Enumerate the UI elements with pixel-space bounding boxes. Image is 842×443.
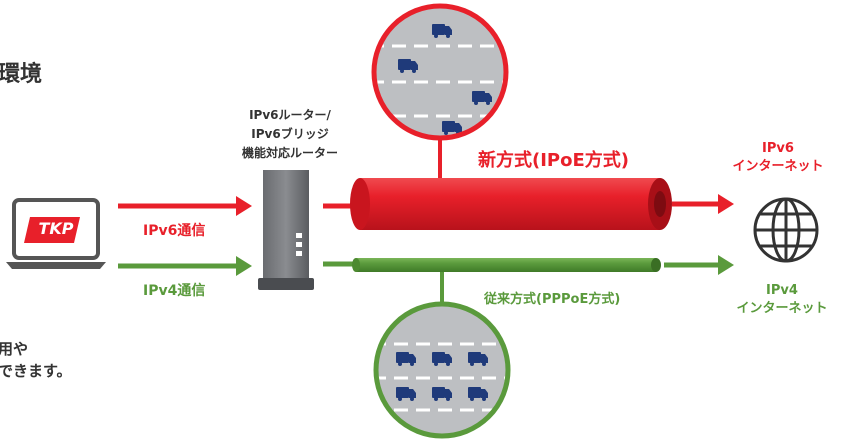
router-label: IPv6ルーター/ IPv6ブリッジ 機能対応ルーター <box>222 106 358 163</box>
ipv4-arrow-right <box>664 255 734 275</box>
tkp-logo-text: TKP <box>38 219 74 238</box>
ipv4-flow-label: IPv4通信 <box>143 283 206 299</box>
ipv6-internet-line2: インターネット <box>732 159 824 174</box>
ipv6-arrow-right <box>672 194 734 214</box>
router-label-line2: IPv6ブリッジ <box>251 127 329 141</box>
ipv6-internet-label: IPv6 インターネット <box>728 140 828 176</box>
ipv4-internet-line1: IPv4 <box>766 283 798 298</box>
globe-icon <box>753 197 819 263</box>
ipoe-traffic-circle <box>371 3 509 141</box>
old-method-label: 従来方式(PPPoE方式) <box>484 292 621 307</box>
ipv4-internet-line2: インターネット <box>736 301 828 316</box>
ipv4-internet-label: IPv4 インターネット <box>732 282 832 318</box>
ipv6-flow-label: IPv6通信 <box>143 223 206 239</box>
pppoe-pipe <box>352 258 661 272</box>
ipv6-internet-line1: IPv6 <box>762 141 794 156</box>
router-label-line3: 機能対応ルーター <box>241 146 338 160</box>
ipoe-pipe <box>350 178 672 230</box>
footnote-line2: できます。 <box>0 362 72 380</box>
router-label-line1: IPv6ルーター/ <box>249 108 331 122</box>
pppoe-traffic-circle <box>373 301 511 439</box>
ipv4-arrow-left <box>118 256 252 276</box>
laptop-icon <box>6 198 106 269</box>
tkp-logo <box>24 217 80 243</box>
heading-fragment: 環境 <box>0 62 43 87</box>
router-icon <box>258 170 314 290</box>
footnote-line1: 用や <box>0 340 29 358</box>
ipv6-arrow-left <box>118 196 252 216</box>
new-method-label: 新方式(IPoE方式) <box>478 150 630 171</box>
